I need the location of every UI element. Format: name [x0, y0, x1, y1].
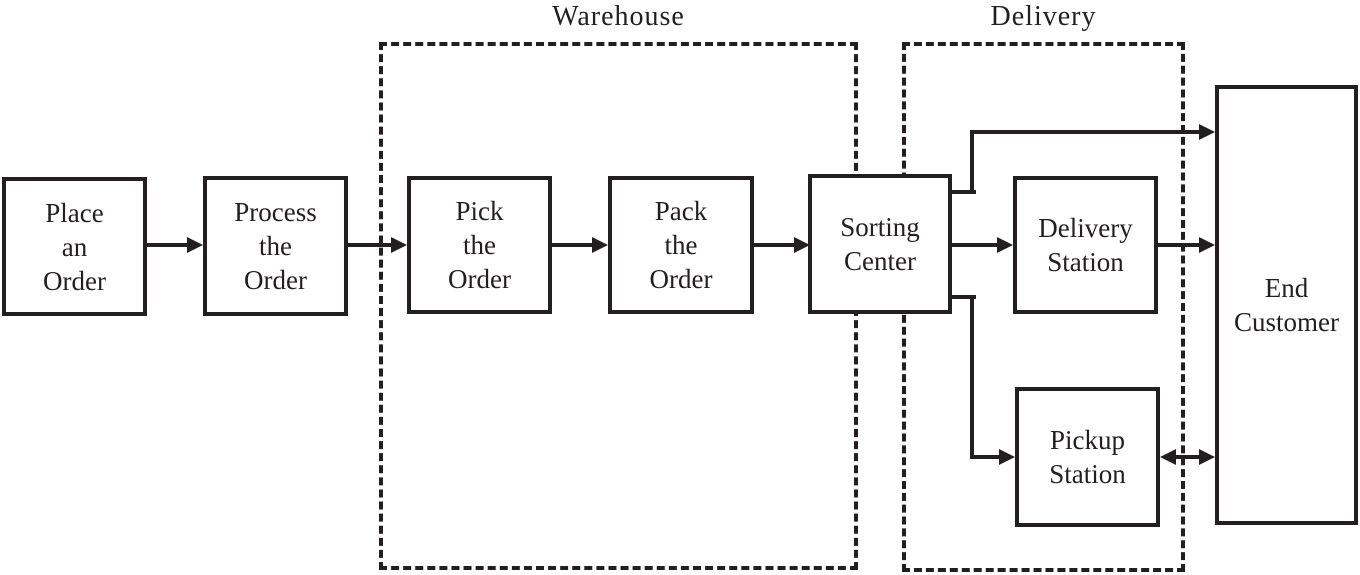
node-end-customer-label: End Customer [1234, 273, 1339, 337]
node-end-customer: End Customer [1215, 85, 1358, 525]
edge-sorting-to-pickup-drop [970, 295, 974, 459]
node-place-order-label: Place an Order [43, 197, 106, 296]
node-process-order: Process the Order [203, 176, 348, 316]
delivery-group-label: Delivery [990, 1, 1097, 32]
edge-process-to-pick-arrowhead [391, 237, 407, 253]
edge-place-to-process-arrowhead [187, 237, 203, 253]
edge-sorting-to-end-customer-stub [950, 190, 976, 194]
edge-pickup-to-end-customer-arrowhead-right [1199, 449, 1215, 465]
edge-place-to-process-line [147, 243, 191, 247]
edge-sorting-to-pickup-arrowhead [999, 449, 1015, 465]
edge-sorting-to-delivery-station-line [952, 243, 1001, 247]
edge-sorting-to-pickup-run [970, 455, 1005, 459]
edge-sorting-to-end-customer-arrowhead [1199, 124, 1215, 140]
edge-delivery-station-to-end-customer-arrowhead [1199, 237, 1215, 253]
node-process-order-label: Process the Order [234, 197, 317, 295]
node-pick-order: Pick the Order [407, 176, 552, 314]
edge-delivery-station-to-end-customer-line [1157, 243, 1203, 247]
warehouse-group-label: Warehouse [552, 1, 685, 32]
edge-pick-to-pack-arrowhead [592, 237, 608, 253]
node-pickup-station-label: Pickup Station [1049, 425, 1126, 489]
edge-pack-to-sorting-arrowhead [794, 237, 810, 253]
edge-sorting-to-end-customer-run [970, 130, 1203, 134]
node-delivery-station: Delivery Station [1013, 176, 1158, 314]
node-sorting-center-label: Sorting Center [840, 212, 920, 276]
edge-sorting-to-pickup-stub [950, 295, 976, 299]
node-pick-order-label: Pick the Order [448, 196, 511, 294]
node-pickup-station: Pickup Station [1015, 387, 1160, 527]
node-place-order: Place an Order [2, 177, 147, 316]
edge-pickup-to-end-customer-line [1172, 455, 1203, 459]
edge-sorting-to-end-customer-riser [970, 130, 974, 194]
node-pack-order: Pack the Order [608, 176, 754, 314]
edge-pick-to-pack-line [552, 243, 596, 247]
edge-pickup-to-end-customer-arrowhead-left [1160, 449, 1176, 465]
edge-process-to-pick-line [348, 243, 395, 247]
edge-pack-to-sorting-line [753, 243, 798, 247]
node-delivery-station-label: Delivery Station [1038, 213, 1133, 277]
node-pack-order-label: Pack the Order [649, 196, 713, 294]
edge-sorting-to-delivery-station-arrowhead [997, 237, 1013, 253]
node-sorting-center: Sorting Center [808, 174, 952, 314]
